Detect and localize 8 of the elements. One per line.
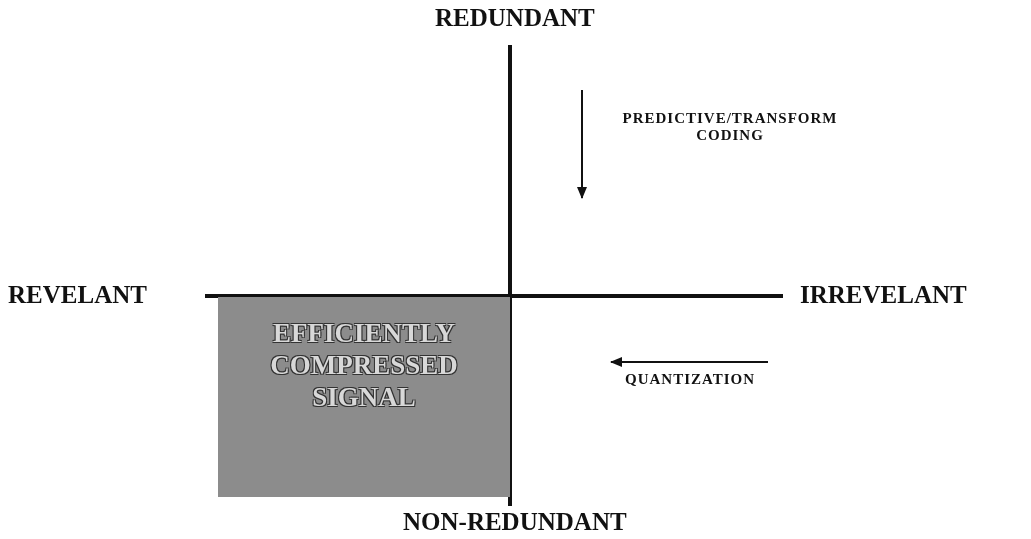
axis-label: NON-REDUNDANT <box>403 508 627 536</box>
arrow-label: QUANTIZATION <box>625 371 756 388</box>
region-label: EFFICIENTLY COMPRESSED SIGNAL <box>269 317 459 413</box>
shaded-region <box>218 297 510 497</box>
arrow-label: PREDICTIVE/TRANSFORM CODING <box>621 110 839 144</box>
axis-label: IRREVELANT <box>800 281 967 309</box>
axis-label: REDUNDANT <box>435 4 595 32</box>
axis-label: REVELANT <box>8 281 147 309</box>
